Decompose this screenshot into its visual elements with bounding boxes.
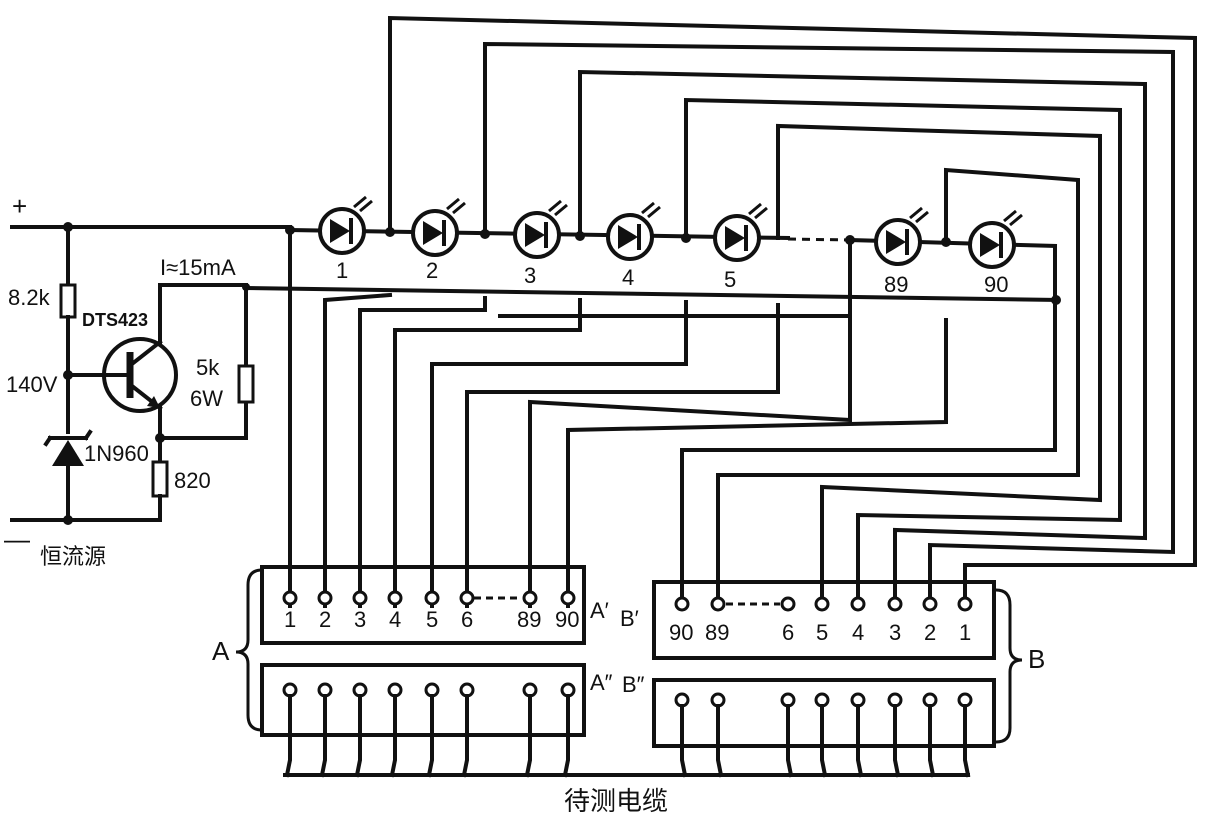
connector-b-prime xyxy=(652,580,996,660)
cable-drop-a xyxy=(461,694,469,778)
a-prime-pin-89 xyxy=(522,590,538,606)
a-prime-pin-label: 6 xyxy=(461,607,473,632)
group-a-label: A xyxy=(212,636,230,666)
b-prime-pin-label: 90 xyxy=(669,620,693,645)
resistor-8k2 xyxy=(59,283,77,319)
cable-drop-b xyxy=(928,704,936,778)
led-3-icon xyxy=(513,199,568,259)
bracket-a xyxy=(235,568,263,732)
b-prime-pin-label: 1 xyxy=(959,620,971,645)
constant-current-source xyxy=(10,222,1061,525)
led-label-2: 2 xyxy=(426,258,438,283)
cable-drop-b xyxy=(893,704,901,778)
cable-drop-a xyxy=(426,694,434,778)
a-prime-label: A′ xyxy=(590,598,609,623)
a-prime-pin-label: 3 xyxy=(354,607,366,632)
routing-wires xyxy=(288,15,1197,608)
bracket-b xyxy=(995,588,1023,744)
minus-terminal-label: — xyxy=(4,524,30,554)
b-prime-pin-label: 3 xyxy=(889,620,901,645)
transistor-label: DTS423 xyxy=(82,310,148,330)
cable-drop-b xyxy=(820,704,828,778)
cable-under-test xyxy=(284,694,971,778)
connector-a-prime xyxy=(260,565,586,645)
led-90-icon xyxy=(968,209,1023,269)
b-prime-label: B′ xyxy=(620,606,639,631)
b-prime-pin-89 xyxy=(710,596,726,612)
zener-label: 1N960 xyxy=(84,441,149,466)
resistor-8k2-label: 8.2k xyxy=(8,285,51,310)
a-prime-pin-label: 2 xyxy=(319,607,331,632)
a-prime-pin-label: 1 xyxy=(284,607,296,632)
b-prime-pin-1 xyxy=(957,596,973,612)
b-prime-pin-4 xyxy=(850,596,866,612)
led-5-icon xyxy=(713,202,768,262)
zener-diode-icon xyxy=(52,440,84,466)
a-prime-pin-2 xyxy=(317,590,333,606)
cable-drop-a xyxy=(524,694,532,778)
resistor-820 xyxy=(151,460,169,498)
led-label-5: 5 xyxy=(724,267,736,292)
a-double-prime-label: A″ xyxy=(590,670,613,695)
a-prime-pin-3 xyxy=(352,590,368,606)
b-prime-pin-label: 4 xyxy=(852,620,864,645)
led-label-89: 89 xyxy=(884,272,908,297)
b-prime-pin-3 xyxy=(887,596,903,612)
a-prime-pin-5 xyxy=(424,590,440,606)
b-prime-pin-2 xyxy=(922,596,938,612)
led-layer xyxy=(318,195,1023,269)
b-double-prime-label: B″ xyxy=(622,672,645,697)
a-prime-pin-1 xyxy=(282,590,298,606)
group-b-label: B xyxy=(1028,644,1045,674)
led-4-icon xyxy=(606,201,661,261)
b-prime-pin-label: 6 xyxy=(782,620,794,645)
resistor-5k-label: 5k xyxy=(196,355,220,380)
cable-drop-a xyxy=(354,694,362,778)
b-prime-pin-5 xyxy=(814,596,830,612)
led-label-3: 3 xyxy=(524,263,536,288)
cable-drop-b xyxy=(963,704,971,778)
a-prime-pin-label: 89 xyxy=(517,607,541,632)
cable-drop-a xyxy=(319,694,327,778)
b-prime-pin-label: 89 xyxy=(705,620,729,645)
plus-terminal-label: + xyxy=(12,191,27,221)
cable-drop-b xyxy=(680,704,688,778)
b-prime-pin-label: 5 xyxy=(816,620,828,645)
cable-drop-a xyxy=(562,694,570,778)
b-prime-pin-label: 2 xyxy=(924,620,936,645)
a-prime-pin-90 xyxy=(560,590,576,606)
led-1-icon xyxy=(318,195,373,255)
cable-drop-b xyxy=(786,704,794,778)
cable-drop-a xyxy=(389,694,397,778)
a-prime-pin-6 xyxy=(459,590,475,606)
connector-a-double-prime xyxy=(260,663,586,737)
led-2-icon xyxy=(411,197,466,257)
resistor-power-label: 6W xyxy=(190,386,223,411)
current-label: I≈15mA xyxy=(160,255,236,280)
b-prime-pin-6 xyxy=(780,596,796,612)
led-89-icon xyxy=(874,206,929,266)
a-prime-pin-label: 4 xyxy=(389,607,401,632)
cable-label: 待测电缆 xyxy=(564,786,668,816)
a-prime-pin-label: 90 xyxy=(555,607,579,632)
b-prime-pin-90 xyxy=(674,596,690,612)
a-prime-pin-4 xyxy=(387,590,403,606)
led-label-4: 4 xyxy=(622,265,634,290)
resistor-820-label: 820 xyxy=(174,468,211,493)
cable-drop-b xyxy=(856,704,864,778)
led-label-90: 90 xyxy=(984,272,1008,297)
resistor-5k xyxy=(237,364,255,404)
a-prime-pin-label: 5 xyxy=(426,607,438,632)
current-source-caption: 恒流源 xyxy=(40,544,106,569)
cable-drop-b xyxy=(716,704,724,778)
cable-drop-a xyxy=(284,694,292,778)
voltage-label: 140V xyxy=(6,372,58,397)
led-label-1: 1 xyxy=(336,258,348,283)
